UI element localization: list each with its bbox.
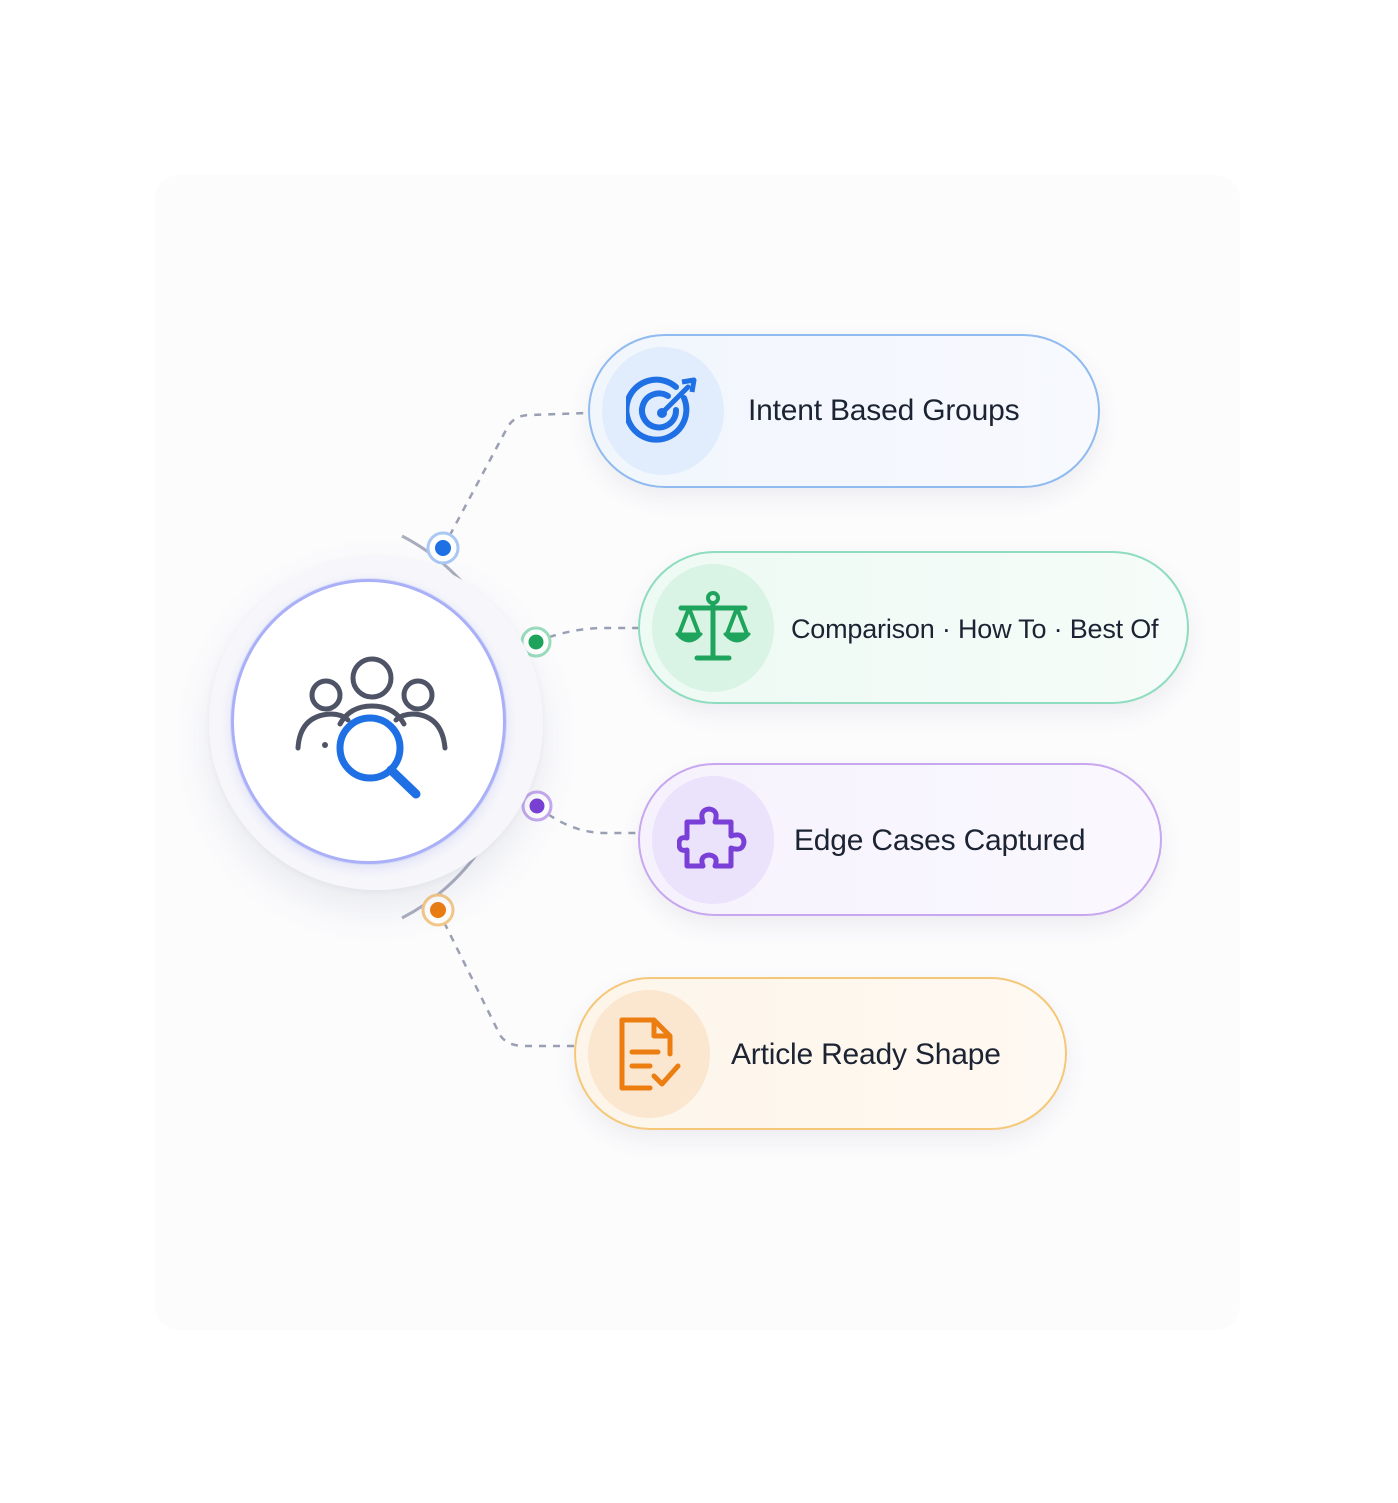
hub-inner-ring: [231, 579, 506, 864]
balance-scale-icon: [675, 591, 751, 661]
node-4: [421, 893, 455, 927]
connector-4: [436, 909, 576, 1048]
document-check-icon: [619, 1017, 681, 1091]
card-comparison-howto-bestof: Comparison · How To · Best Of: [638, 551, 1189, 704]
people-search-icon: [295, 656, 448, 799]
card-article-ready-shape: Article Ready Shape: [574, 977, 1067, 1130]
connector-2: [535, 626, 640, 644]
card-intent-based-groups: Intent Based Groups: [588, 334, 1100, 488]
card-4-icon-badge: [588, 990, 710, 1118]
target-icon: [626, 376, 697, 443]
card-2-icon-badge: [652, 564, 774, 692]
puzzle-piece-icon: [677, 806, 747, 869]
card-4-label: Article Ready Shape: [731, 1038, 1001, 1071]
card-3-label: Edge Cases Captured: [794, 824, 1086, 857]
connector-3: [536, 805, 640, 835]
node-1: [426, 531, 460, 565]
card-1-icon-badge: [602, 347, 724, 475]
card-2-label: Comparison · How To · Best Of: [791, 614, 1159, 644]
card-1-label: Intent Based Groups: [748, 394, 1020, 427]
central-hub: [209, 556, 543, 890]
connector-1: [441, 411, 589, 549]
card-3-icon-badge: [652, 776, 774, 904]
card-edge-cases-captured: Edge Cases Captured: [638, 763, 1162, 916]
node-3: [521, 790, 553, 822]
